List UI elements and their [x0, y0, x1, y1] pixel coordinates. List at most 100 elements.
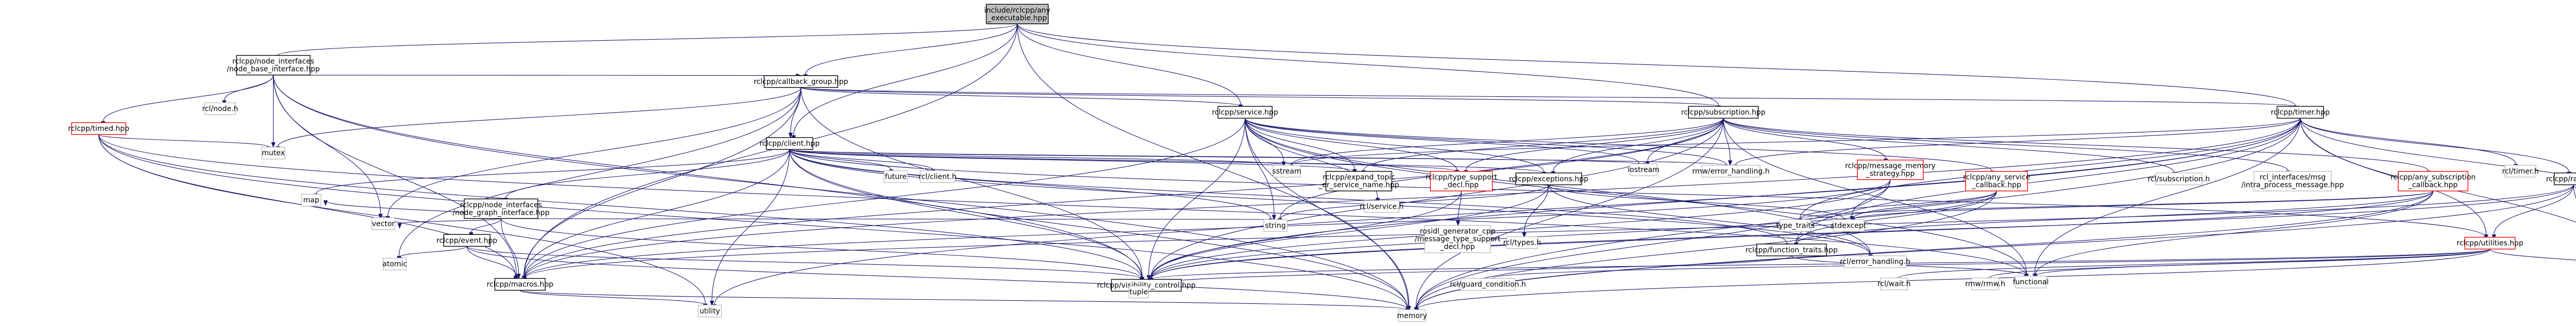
node-label: rclcpp/exceptions.hpp — [1509, 175, 1588, 183]
edge-timed-to-utility — [98, 134, 706, 304]
edge-rate-to-utilities — [2494, 184, 2574, 235]
edge-ngi-to-vector — [399, 218, 502, 224]
node-box — [371, 217, 396, 230]
node-node_h: rcl/node.h — [202, 102, 238, 115]
edge-utilities-to-functional — [2035, 249, 2490, 277]
node-functional: functional — [2013, 276, 2049, 288]
node-label: _decl.hpp — [1440, 243, 1475, 251]
node-nbi[interactable]: rclcpp/node_interfaces/node_base_interfa… — [227, 55, 320, 76]
node-client[interactable]: rclcpp/client.hpp — [759, 137, 820, 150]
node-exceptions[interactable]: rclcpp/exceptions.hpp — [1509, 173, 1588, 185]
node-utilities[interactable]: rclcpp/utilities.hpp — [2456, 236, 2523, 250]
node-label: _strategy.hpp — [1866, 170, 1915, 178]
edge-event-to-macros — [466, 246, 517, 277]
node-svc[interactable]: rclcpp/service.hpp — [1212, 106, 1278, 119]
node-types_h: rcl/types.h — [1503, 236, 1541, 249]
edge-exceptions-to-string — [1279, 184, 1549, 219]
edge-timed-to-mutex — [98, 134, 269, 147]
node-label: rcl/timer.h — [2502, 167, 2539, 176]
edge-sub-to-visctl — [1150, 118, 1724, 279]
edge-client-to-future — [789, 149, 892, 170]
node-rmw_h: rmw/rmw.h — [1965, 278, 2005, 290]
node-label: rclcpp/node_interfaces — [460, 201, 542, 209]
node-box — [1364, 200, 1400, 213]
edge-client-to-expanded — [789, 149, 1355, 171]
edge-timer-to-functraits — [1795, 118, 2301, 243]
node-iostream: iostream — [1628, 163, 1659, 176]
edge-root-to-cbg — [805, 24, 1018, 75]
edge-ngi-to-event — [470, 218, 502, 233]
node-sub[interactable]: rclcpp/subscription.hpp — [1681, 106, 1766, 119]
edge-anysub-to-functional — [2035, 191, 2434, 276]
node-label: type_traits — [1776, 221, 1815, 230]
node-cbg[interactable]: rclcpp/callback_group.hpp — [754, 75, 848, 88]
node-label: rcl/client.h — [919, 173, 957, 181]
edge-sub-to-typesup — [1465, 118, 1724, 170]
node-box — [2014, 276, 2047, 288]
node-box — [1756, 244, 1827, 256]
node-box — [1965, 171, 2028, 192]
node-label: rclcpp/any_service — [1963, 174, 2030, 182]
edge-client-to-utilities — [789, 149, 2486, 237]
edge-client-to-macros — [523, 149, 790, 277]
node-expanded[interactable]: rclcpp/expand_topic_or_service_name.hpp — [1318, 171, 1399, 192]
node-label: vector — [372, 220, 395, 228]
node-error_h: rcl/error_handling.h — [1840, 255, 1910, 268]
edge-timed-to-visctl — [98, 134, 1142, 279]
node-box — [1217, 106, 1273, 119]
node-box — [1325, 171, 1393, 192]
node-atomic: atomic — [382, 258, 407, 270]
edge-svc-to-macros — [524, 118, 1246, 278]
node-timed[interactable]: rclcpp/timed.hpp — [68, 122, 129, 135]
node-label: _executable.hpp — [987, 14, 1047, 22]
edge-timer-to-utility — [714, 118, 2301, 305]
edge-macros-to-memory — [519, 290, 1408, 310]
node-rclintf: rcl_interfaces/msg/intra_process_message… — [2241, 171, 2344, 192]
node-anysub[interactable]: rclcpp/any_subscription_callback.hpp — [2391, 171, 2476, 192]
node-label: include/rclcpp/any — [984, 6, 1050, 14]
edge-cbg-to-sub — [801, 87, 1719, 107]
edge-root-to-memory — [1016, 24, 1409, 307]
edge-arrowhead — [1727, 160, 1733, 166]
node-stdexcept: stdexcept — [1831, 219, 1867, 232]
edge-timer-to-sstream — [1291, 118, 2301, 165]
node-map: map — [301, 194, 321, 207]
node-box — [2464, 236, 2516, 250]
node-event[interactable]: rclcpp/event.hpp — [436, 234, 497, 247]
node-label: rclcpp/client.hpp — [759, 140, 820, 148]
edge-sub-to-expanded — [1363, 118, 1724, 171]
edge-client-to-utility — [711, 149, 790, 301]
node-label: /node_base_interface.hpp — [227, 65, 320, 74]
edge-utilities-to-memory — [1416, 249, 2490, 310]
node-memory: memory — [1397, 309, 1427, 322]
edge-client-to-client_h — [789, 149, 934, 170]
edge-ngi-to-string — [501, 218, 1271, 220]
node-label: rcl/error_handling.h — [1840, 258, 1910, 266]
node-rate[interactable]: rclcpp/rate.hpp — [2546, 173, 2576, 185]
node-timer[interactable]: rclcpp/timer.hpp — [2271, 106, 2330, 119]
node-box — [1833, 219, 1865, 232]
node-typesup[interactable]: rclcpp/type_support_decl.hpp — [1426, 171, 1498, 192]
node-macros[interactable]: rclcpp/macros.hpp — [487, 278, 554, 291]
node-box — [1515, 173, 1582, 185]
edge-cbg-to-visctl — [801, 87, 1143, 278]
node-memstrat[interactable]: rclcpp/message_memory_strategy.hpp — [1845, 160, 1936, 180]
node-client_h: rcl/client.h — [919, 170, 957, 183]
edge-utilities-to-visctl — [1150, 249, 2490, 280]
node-box — [2155, 173, 2202, 185]
edge-anysvc-to-typetraits — [1800, 191, 1997, 219]
node-label: rosidl_generator_cpp — [1420, 228, 1496, 236]
node-string: string — [1263, 219, 1287, 232]
node-ngi[interactable]: rclcpp/node_interfaces/node_graph_interf… — [452, 198, 550, 219]
node-functraits[interactable]: rclcpp/function_traits.hpp — [1745, 244, 1838, 256]
edge-exceptions-to-visctl — [1150, 184, 1549, 279]
node-utility: utility — [698, 304, 722, 318]
node-box — [2504, 165, 2536, 178]
edge-client-to-map — [315, 149, 790, 194]
edge-timer-to-chrono — [2300, 118, 2576, 223]
edge-timer-to-memory — [1416, 118, 2301, 309]
node-anysvc[interactable]: rclcpp/any_service_callback.hpp — [1963, 171, 2030, 192]
node-root[interactable]: include/rclcpp/any_executable.hpp — [984, 4, 1050, 25]
node-sstream: sstream — [1272, 165, 1301, 178]
